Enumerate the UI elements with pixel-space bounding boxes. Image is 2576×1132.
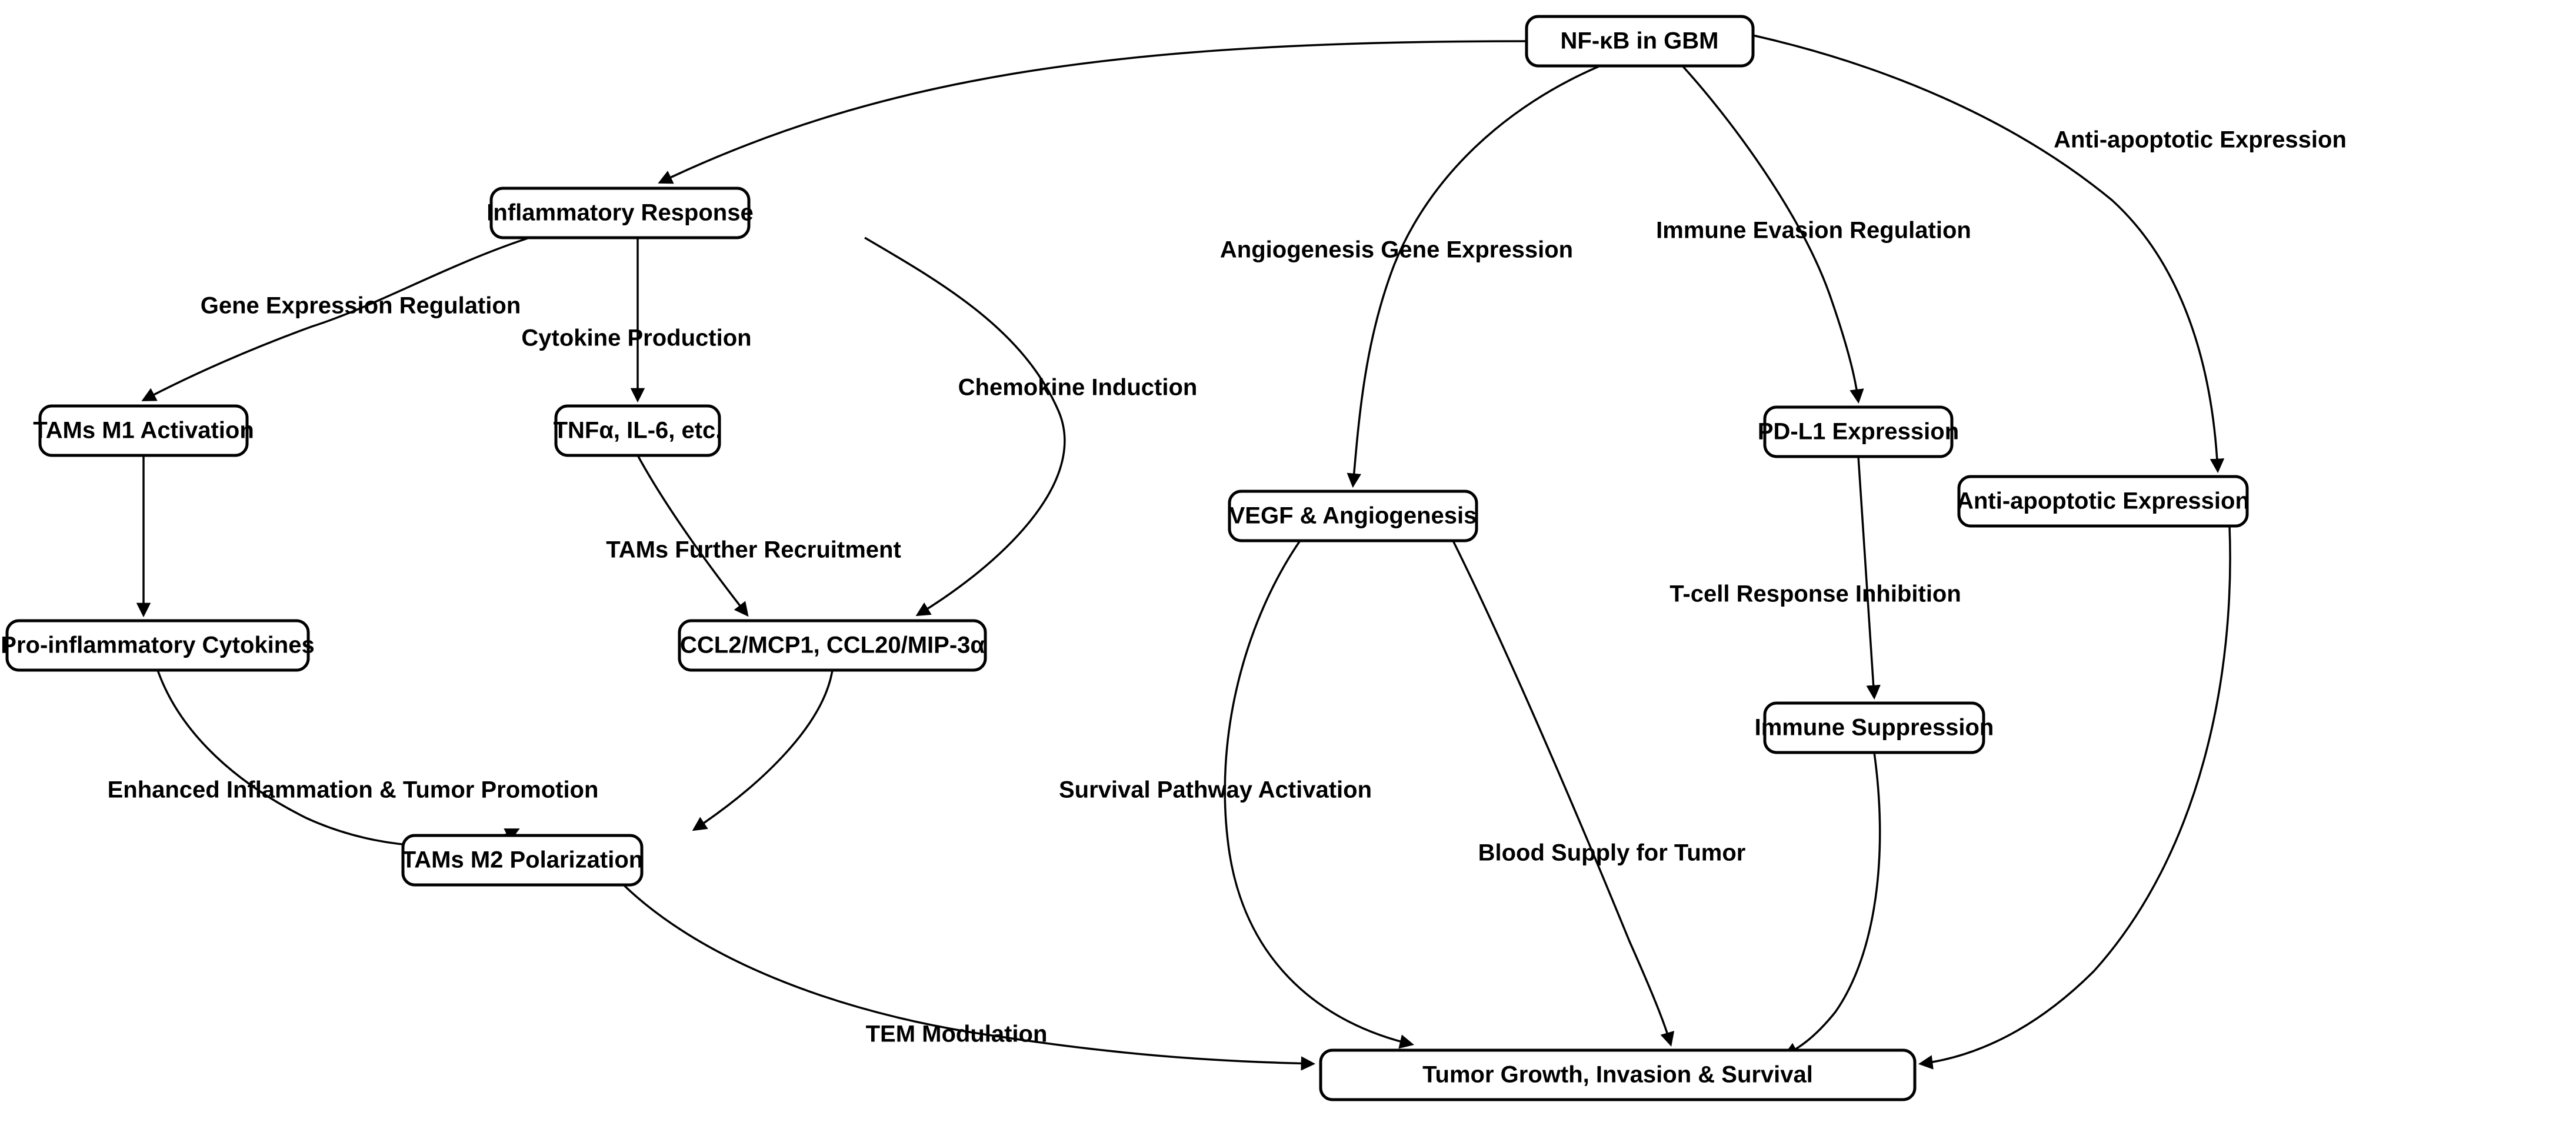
node-vegf-angiogenesis[interactable]: VEGF & Angiogenesis (1228, 490, 1478, 542)
edge-antiapoptotic-to-tumor (1918, 525, 2231, 1070)
edge-nfkb-to-inflammatory (658, 40, 1527, 184)
edge-label-anti-apoptotic-expression: Anti-apoptotic Expression (2054, 127, 2347, 153)
node-tnfa-il6-label: TNFα, IL-6, etc. (554, 418, 722, 444)
node-tams-m2-polarization-label: TAMs M2 Polarization (402, 847, 643, 873)
edge-label-gene-expression-regulation: Gene Expression Regulation (201, 293, 521, 319)
edge-label-survival-pathway-activation: Survival Pathway Activation (1059, 777, 1372, 803)
node-pro-inflammatory-cytokines-label: Pro-inflammatory Cytokines (1, 632, 314, 658)
edge-vegf-to-tumor-blood-supply (1452, 540, 1675, 1047)
node-tumor-growth[interactable]: Tumor Growth, Invasion & Survival (1319, 1048, 1917, 1101)
edge-label-chemokine-induction: Chemokine Induction (958, 375, 1198, 401)
node-ccl2-ccl20-rect[interactable] (678, 619, 987, 672)
node-tnfa-il6-rect[interactable] (554, 404, 721, 457)
node-pro-inflammatory-cytokines[interactable]: Pro-inflammatory Cytokines (1, 619, 315, 672)
node-ccl2-ccl20[interactable]: CCL2/MCP1, CCL20/MIP-3α (678, 619, 987, 672)
edge-inflammatory-to-ccl2 (864, 237, 1066, 617)
node-tams-m2-polarization[interactable]: TAMs M2 Polarization (401, 834, 644, 887)
edge-proinflammatory-to-tams-m2 (156, 670, 520, 847)
node-pro-inflammatory-cytokines-rect[interactable] (5, 619, 310, 672)
node-nfkb-rect[interactable] (1525, 15, 1755, 68)
node-immune-suppression[interactable]: Immune Suppression (1755, 701, 1994, 754)
edge-immune-suppression-to-tumor (1783, 752, 1881, 1056)
node-tams-m2-polarization-rect[interactable] (401, 834, 644, 887)
node-immune-suppression-label: Immune Suppression (1755, 715, 1994, 741)
node-anti-apoptotic-expression[interactable]: Anti-apoptotic Expression (1957, 475, 2250, 528)
node-vegf-angiogenesis-rect[interactable] (1228, 490, 1478, 542)
edge-label-angiogenesis-gene-expression: Angiogenesis Gene Expression (1220, 237, 1573, 263)
node-tumor-growth-rect[interactable] (1319, 1048, 1917, 1101)
node-nfkb[interactable]: NF-κB in GBM (1525, 15, 1755, 68)
edge-label-enhanced-inflammation: Enhanced Inflammation & Tumor Promotion (108, 777, 599, 803)
edge-label-tams-further-recruitment: TAMs Further Recruitment (606, 537, 901, 563)
node-tumor-growth-label: Tumor Growth, Invasion & Survival (1422, 1062, 1813, 1088)
node-tams-m1-activation-label: TAMs M1 Activation (33, 418, 254, 444)
node-vegf-angiogenesis-label: VEGF & Angiogenesis (1229, 503, 1477, 529)
edge-nfkb-to-vegf (1347, 65, 1601, 488)
edge-pdl1-to-immune-suppression (1857, 456, 1881, 700)
nodes-layer: NF-κB in GBM Inflammatory Response TAMs … (1, 15, 2250, 1101)
edge-label-immune-evasion-regulation: Immune Evasion Regulation (1656, 218, 1971, 244)
node-tams-m1-activation[interactable]: TAMs M1 Activation (33, 404, 254, 457)
edge-nfkb-to-pdl1 (1681, 65, 1864, 404)
node-anti-apoptotic-expression-rect[interactable] (1957, 475, 2249, 528)
node-pdl1-expression-label: PD-L1 Expression (1758, 419, 1959, 445)
edge-label-blood-supply-for-tumor: Blood Supply for Tumor (1478, 840, 1746, 866)
edge-inflammatory-to-tams-m1 (141, 237, 530, 401)
edge-label-tem-modulation: TEM Modulation (866, 1021, 1048, 1047)
node-anti-apoptotic-expression-label: Anti-apoptotic Expression (1957, 488, 2250, 514)
edge-ccl2-to-tams-m2 (692, 670, 834, 831)
edge-label-cytokine-production: Cytokine Production (521, 325, 751, 351)
edge-labels-layer: Gene Expression Regulation Cytokine Prod… (108, 127, 2347, 1047)
edge-nfkb-to-antiapoptotic (1752, 34, 2225, 474)
node-pdl1-expression[interactable]: PD-L1 Expression (1758, 405, 1959, 458)
edges-layer (136, 34, 2231, 1071)
edge-tnfa-to-ccl2 (636, 455, 749, 617)
edge-tams-m2-to-tumor (622, 884, 1316, 1071)
node-tnfa-il6[interactable]: TNFα, IL-6, etc. (554, 404, 722, 457)
edge-vegf-to-tumor-survival (1224, 540, 1414, 1049)
node-inflammatory-response-rect[interactable] (489, 187, 751, 239)
node-immune-suppression-rect[interactable] (1763, 701, 1985, 754)
edge-label-t-cell-response-inhibition: T-cell Response Inhibition (1669, 581, 1961, 607)
node-ccl2-ccl20-label: CCL2/MCP1, CCL20/MIP-3α (680, 632, 985, 658)
node-inflammatory-response[interactable]: Inflammatory Response (486, 187, 754, 239)
node-nfkb-label: NF-κB in GBM (1561, 28, 1719, 54)
node-tams-m1-activation-rect[interactable] (38, 404, 249, 457)
node-inflammatory-response-label: Inflammatory Response (486, 200, 753, 226)
node-pdl1-expression-rect[interactable] (1763, 405, 1954, 458)
